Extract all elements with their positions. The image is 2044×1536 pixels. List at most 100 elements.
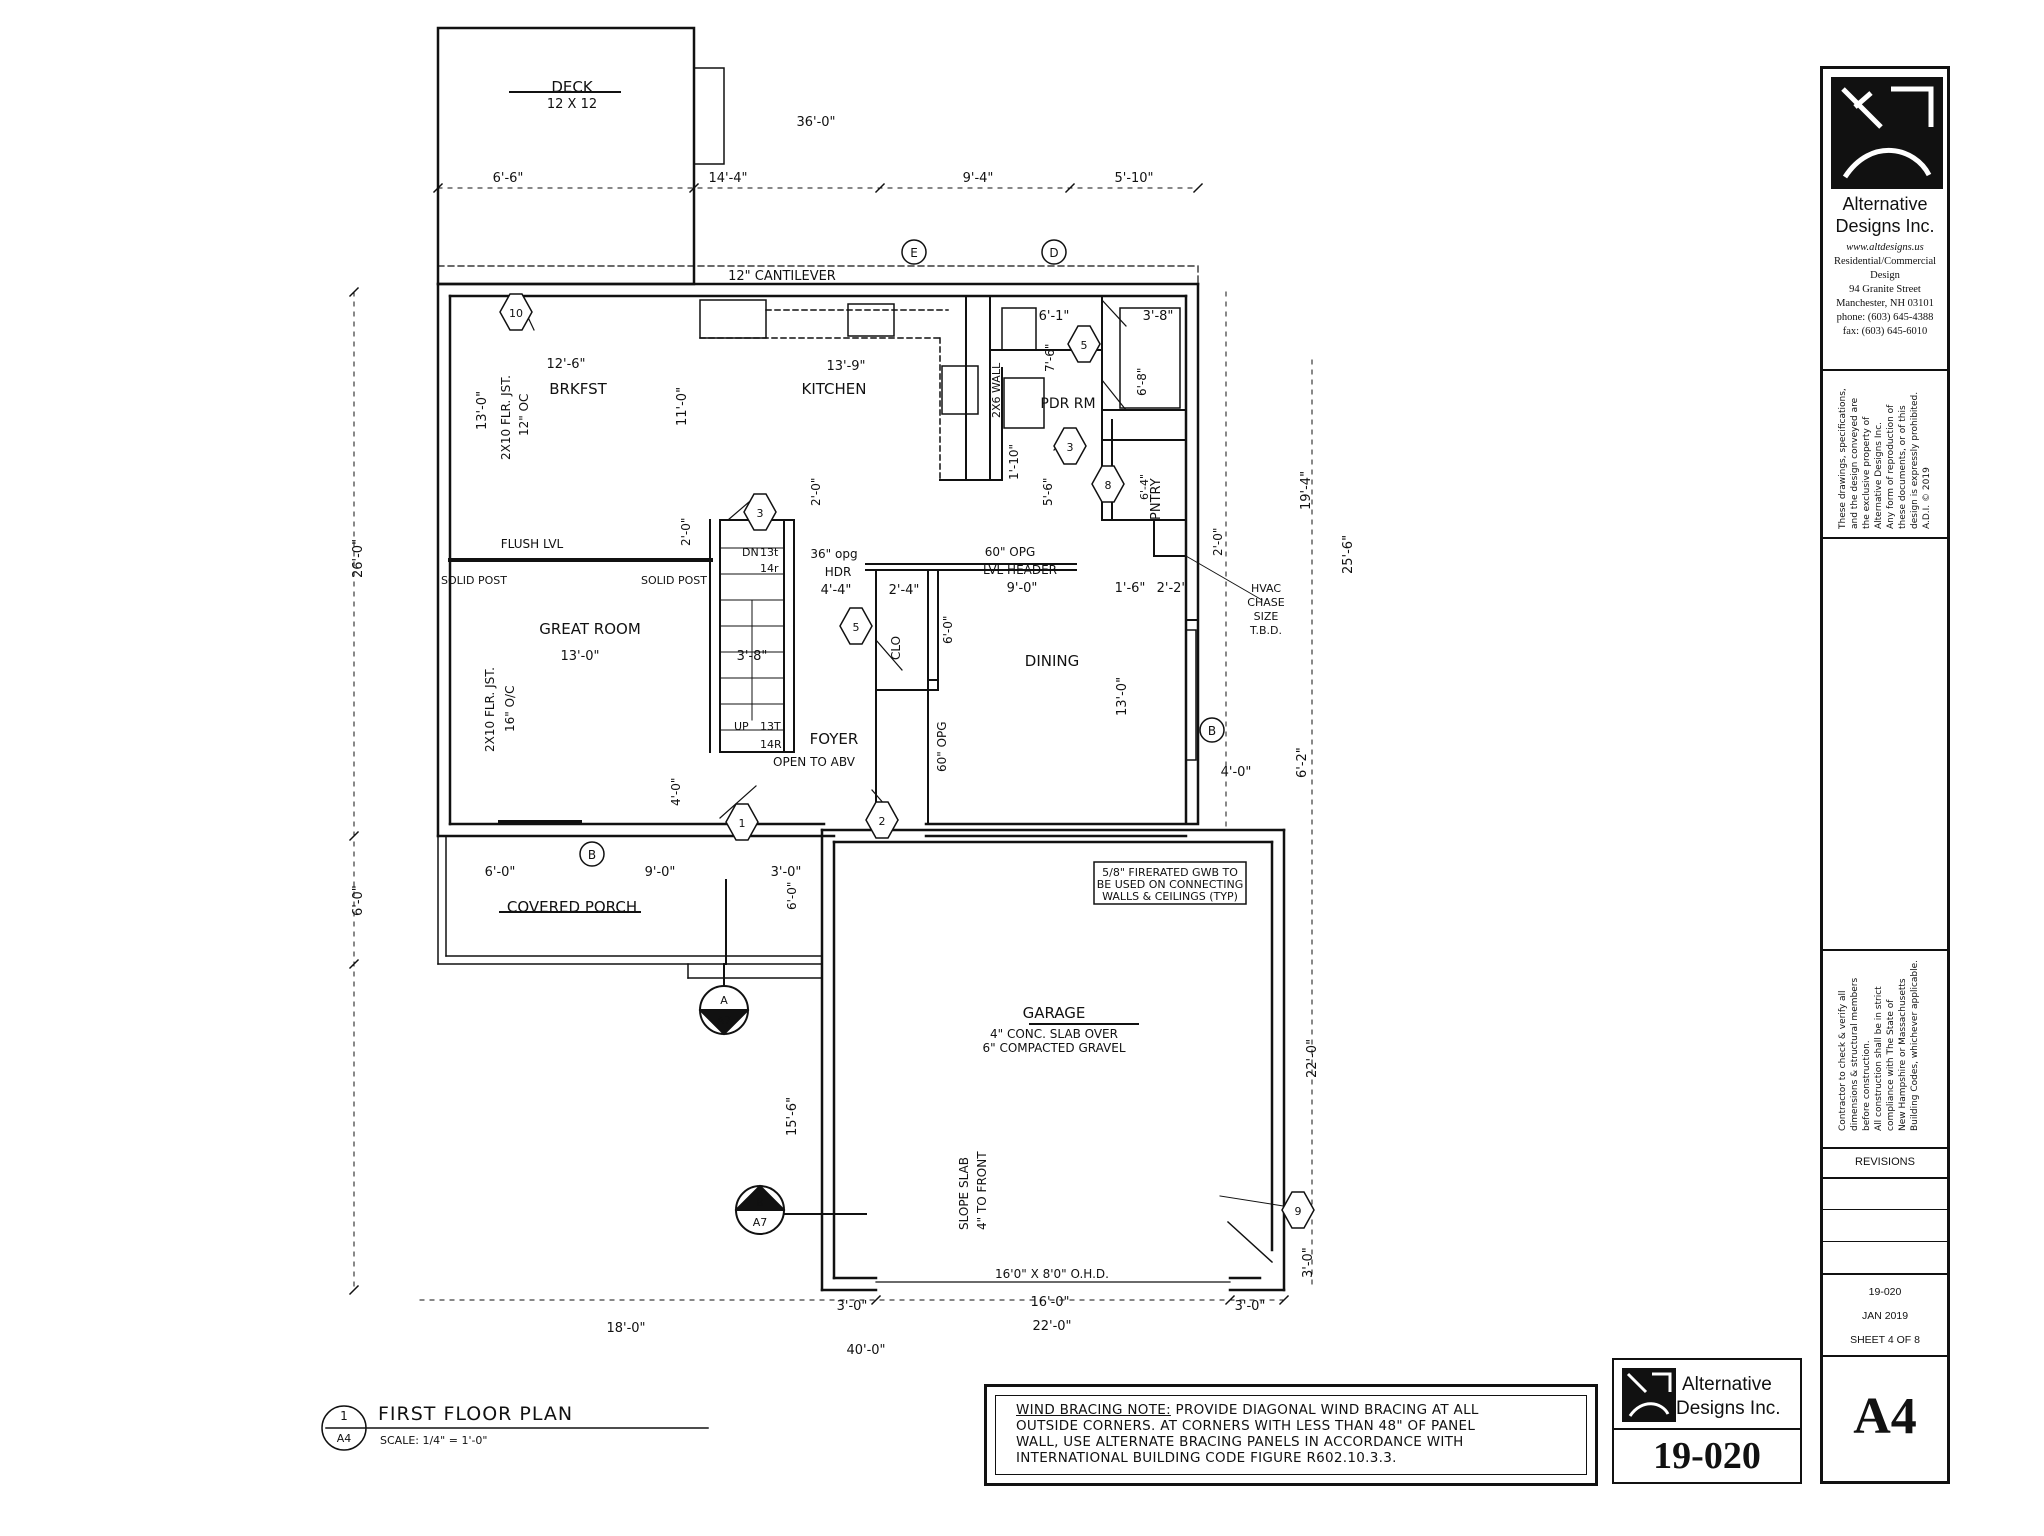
- dim-foyer-v: 6'-0": [941, 616, 955, 644]
- dim-right-v: 2'-0": [1211, 528, 1225, 556]
- tag-5-clo: 5: [853, 621, 860, 634]
- section-a-sheet: A7: [717, 1014, 732, 1027]
- firm-stamp: Alternative Designs Inc. 19-020: [1612, 1358, 1802, 1484]
- dim-stair-top: 2'-0": [679, 518, 693, 546]
- porch: [437, 820, 823, 979]
- stamp-firm-2: Designs Inc.: [1676, 1398, 1781, 1419]
- tb-contractor-note: Contractor to check & verify all dimensi…: [1838, 959, 1920, 1131]
- section-b-sheet: A7: [753, 1216, 768, 1229]
- dimension-lines: [353, 187, 1313, 1301]
- tag-3-stair: 3: [757, 507, 764, 520]
- grid-bubbles: [579, 239, 1225, 867]
- dim-hall-v: 2'-0": [809, 478, 823, 506]
- gyp-note-3: WALLS & CEILINGS (TYP): [1102, 890, 1238, 903]
- gyp-note-1: 5/8" FIRERATED GWB TO: [1102, 866, 1238, 879]
- title-number: 1: [340, 1409, 348, 1423]
- stair-dn-r2: 14r: [760, 562, 779, 575]
- drawing-scale: SCALE: 1/4" = 1'-0": [380, 1434, 488, 1447]
- tb-job: 19-020: [1868, 1286, 1902, 1298]
- tag-1: 1: [739, 817, 746, 830]
- left-dim-1: 26'-0": [351, 539, 366, 578]
- dim-dining-h: 13'-0": [1115, 677, 1130, 716]
- dim-kitchen-w: 13'-9": [826, 359, 865, 374]
- title-underline: [321, 1405, 709, 1451]
- tb-firm-name: Alternative Designs Inc.: [1835, 194, 1935, 236]
- room-porch: COVERED PORCH: [507, 898, 637, 916]
- deck: [436, 26, 725, 286]
- left-dim-3: 15'-6": [785, 1097, 800, 1136]
- section-a-letter: A: [720, 994, 728, 1007]
- leader-lines: [1185, 555, 1297, 1209]
- opg-60v: 60" OPG: [935, 721, 949, 772]
- wind-note-label: WIND BRACING NOTE:: [1016, 1402, 1171, 1418]
- opg-60: 60" OPG: [985, 545, 1036, 559]
- stair-up: UP: [734, 720, 749, 733]
- top-dim-1: 6'-6": [493, 171, 524, 186]
- dim-dining-r1: 1'-6": [1115, 581, 1146, 596]
- room-kitchen: KITCHEN: [802, 380, 867, 398]
- dim-clo-w: 2'-4": [889, 583, 920, 598]
- porch-dim-3: 3'-0": [771, 865, 802, 880]
- hdr-label: HDR: [825, 565, 852, 579]
- right-dim-6: 3'-0": [1301, 1247, 1316, 1278]
- dim-brkfst-w: 12'-6": [546, 357, 585, 372]
- tag-10: 10: [509, 307, 523, 320]
- section-b-letter: B: [756, 1196, 764, 1209]
- wind-bracing-note: WIND BRACING NOTE: PROVIDE DIAGONAL WIND…: [984, 1384, 1598, 1486]
- hvac-2: CHASE: [1247, 596, 1284, 609]
- dim-pdr-low: 1'-10": [1007, 444, 1021, 480]
- dim-foyer-low: 4'-0": [669, 778, 683, 806]
- left-dim-2: 6'-0": [351, 885, 366, 916]
- tb-sheet-of: SHEET 4 OF 8: [1850, 1334, 1920, 1346]
- brk-joist-b: 12" OC: [517, 394, 531, 436]
- right-dim-1: 19'-4": [1299, 471, 1314, 510]
- dim-closet-h: 6'-8": [1135, 368, 1149, 396]
- dim-pdr-h: 7'-6": [1043, 344, 1057, 372]
- door-tags: [499, 293, 1315, 1229]
- wind-note-line-2: OUTSIDE CORNERS. AT CORNERS WITH LESS TH…: [1016, 1418, 1476, 1434]
- stamp-firm-1: Alternative: [1682, 1374, 1772, 1395]
- bottom-dim-4: 22'-0": [1032, 1319, 1071, 1334]
- dim-stair-w: 3'-8": [737, 649, 768, 664]
- section-marker-a: [698, 963, 750, 1036]
- right-dim-4: 4'-0": [1221, 765, 1252, 780]
- hvac-4: T.B.D.: [1249, 624, 1282, 637]
- tb-contact: www.altdesigns.us Residential/Commercial…: [1833, 242, 1937, 337]
- tb-copyright: These drawings, specifications, and the …: [1838, 388, 1932, 529]
- dim-brkfst-h: 13'-0": [475, 391, 490, 430]
- right-dim-3: 6'-2": [1295, 747, 1310, 778]
- grid-b-label-right: B: [1208, 724, 1216, 738]
- solid-post-left: SOLID POST: [441, 574, 507, 587]
- wind-note-line-3: WALL, USE ALTERNATE BRACING PANELS IN AC…: [1016, 1434, 1464, 1450]
- room-dining: DINING: [1025, 652, 1079, 670]
- dim-pdr-w: 6'-1": [1039, 309, 1070, 324]
- garage-note-a: 4" CONC. SLAB OVER: [990, 1027, 1118, 1041]
- firm-logo-icon: [1831, 77, 1943, 189]
- room-pdr: PDR RM: [1040, 396, 1095, 412]
- hvac-1: HVAC: [1251, 582, 1281, 595]
- foyer-open: OPEN TO ABV: [773, 755, 856, 769]
- top-dim-2: 14'-4": [708, 171, 747, 186]
- right-dim-2: 25'-6": [1341, 535, 1356, 574]
- top-dim-3: 9'-4": [963, 171, 994, 186]
- dim-hall-w: 4'-4": [821, 583, 852, 598]
- bottom-dim-1: 3'-0": [837, 1299, 868, 1314]
- tag-8: 8: [1105, 479, 1112, 492]
- wind-note-line-1: PROVIDE DIAGONAL WIND BRACING AT ALL: [1170, 1402, 1479, 1418]
- dim-pantry-w: 6'-4": [1138, 474, 1151, 500]
- tb-sheet-number: A4: [1853, 1388, 1917, 1445]
- dim-closet-w: 3'-8": [1143, 309, 1174, 324]
- drawing-title: FIRST FLOOR PLAN: [378, 1403, 573, 1425]
- gr-joist-b: 16" O/C: [503, 686, 517, 732]
- dim-dining-w: 9'-0": [1007, 581, 1038, 596]
- gyp-note-box: [1093, 861, 1247, 905]
- gyp-note-2: BE USED ON CONNECTING: [1097, 878, 1243, 891]
- opg-36: 36" opg: [810, 547, 857, 561]
- tb-date: JAN 2019: [1861, 1310, 1909, 1322]
- deck-title: DECK: [551, 78, 594, 96]
- stair-dn: DN: [742, 546, 759, 559]
- flush-lvl: FLUSH LVL: [501, 537, 564, 551]
- tag-9: 9: [1295, 1205, 1302, 1218]
- tag-3-pdr: 3: [1067, 441, 1074, 454]
- grid-e-label: E: [910, 246, 918, 260]
